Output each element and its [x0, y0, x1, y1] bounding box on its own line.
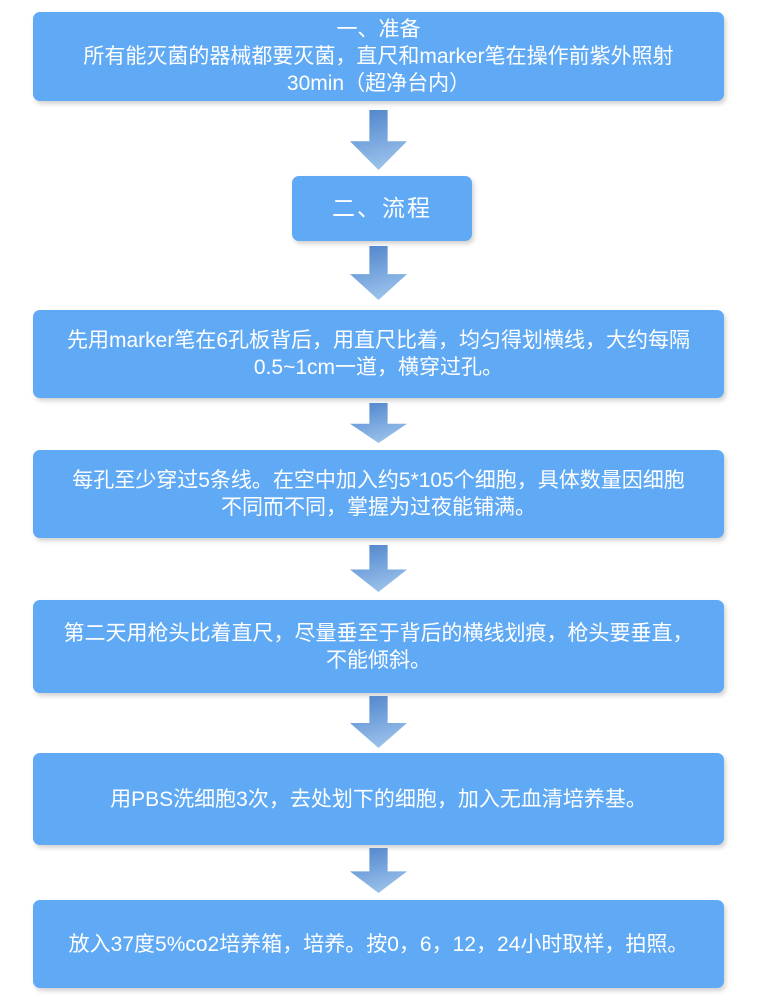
step-text-line: 0.5~1cm一道，横穿过孔。	[253, 356, 504, 379]
flow-step-seed-cells: 每孔至少穿过5条线。在空中加入约5*105个细胞，具体数量因细胞 不同而不同，掌…	[33, 450, 724, 538]
down-arrow-icon	[350, 246, 407, 300]
flow-step-scratch: 第二天用枪头比着直尺，尽量垂至于背后的横线划痕，枪头要垂直， 不能倾斜。	[33, 600, 724, 693]
step-text-line: 先用marker笔在6孔板背后，用直尺比着，均匀得划横线，大约每隔	[66, 329, 690, 352]
step-text-line: 用PBS洗细胞3次，去处划下的细胞，加入无血清培养基。	[110, 787, 647, 811]
down-arrow-icon	[350, 848, 407, 893]
down-arrow-icon	[350, 403, 407, 443]
step-text-line: 每孔至少穿过5条线。在空中加入约5*105个细胞，具体数量因细胞	[72, 469, 685, 492]
flow-step-draw-lines: 先用marker笔在6孔板背后，用直尺比着，均匀得划横线，大约每隔 0.5~1c…	[33, 310, 724, 398]
flow-step-preparation: 一、准备 所有能灭菌的器械都要灭菌，直尺和marker笔在操作前紫外照射 30m…	[33, 12, 724, 101]
flow-step-incubate: 放入37度5%co2培养箱，培养。按0，6，12，24小时取样，拍照。	[33, 900, 724, 988]
step-title: 二、流程	[332, 195, 432, 221]
down-arrow-icon	[350, 545, 407, 592]
down-arrow-icon	[350, 696, 407, 748]
step-text-line: 所有能灭菌的器械都要灭菌，直尺和marker笔在操作前紫外照射	[83, 45, 674, 68]
step-text-line: 第二天用枪头比着直尺，尽量垂至于背后的横线划痕，枪头要垂直，	[63, 621, 694, 645]
flow-step-process-header: 二、流程	[292, 176, 472, 241]
flow-step-wash-pbs: 用PBS洗细胞3次，去处划下的细胞，加入无血清培养基。	[33, 753, 724, 845]
step-text-line: 不能倾斜。	[326, 648, 431, 672]
step-text-line: 30min（超净台内）	[286, 72, 471, 95]
step-text-line: 不同而不同，掌握为过夜能铺满。	[221, 496, 536, 519]
step-text-line: 放入37度5%co2培养箱，培养。按0，6，12，24小时取样，拍照。	[68, 932, 689, 956]
step-title: 一、准备	[336, 18, 421, 41]
down-arrow-icon	[350, 110, 407, 170]
